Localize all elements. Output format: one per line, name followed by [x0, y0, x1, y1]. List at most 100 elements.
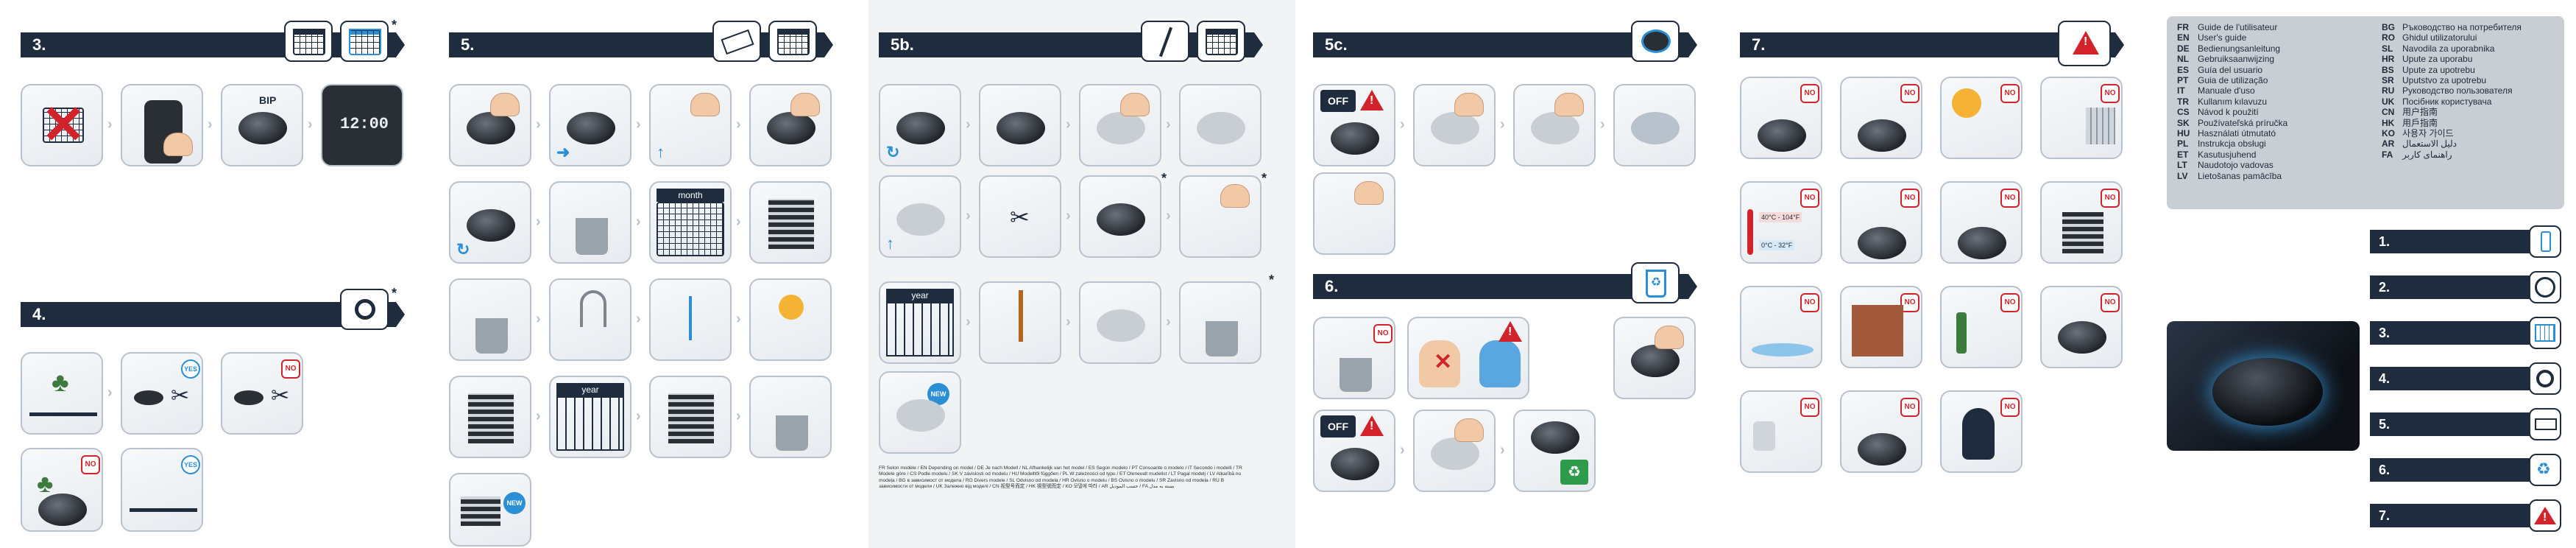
temp-low-label: 0°C - 32°F [1759, 240, 1795, 250]
step5-tile-year: year [549, 376, 631, 458]
off-label: OFF [1320, 90, 1356, 112]
lang-code: UK [2382, 96, 2395, 107]
sun-icon [779, 295, 804, 320]
robot-icon-7l [2058, 321, 2106, 354]
step7-tile-6: NO [1840, 181, 1922, 264]
hand-icon-5b8 [1220, 184, 1250, 208]
lang-name: 사용자 가이드 [2402, 128, 2454, 139]
step-6-bar: 6. [1313, 274, 1697, 299]
lang-code: AR [2382, 138, 2395, 150]
footnote-star-5b3: * [1269, 273, 1275, 287]
calendar-box-3 [1197, 21, 1245, 62]
chevron-5a: › [536, 116, 541, 133]
arrow-icon-5b1: ↻ [886, 143, 900, 161]
robot-box [1631, 21, 1680, 62]
side-brush-icon [1158, 27, 1173, 57]
no-badge-6a: NO [1373, 324, 1393, 343]
chevron-5b8: › [1066, 314, 1071, 330]
lang-code: ET [2177, 149, 2189, 160]
bip-label: BIP [259, 94, 277, 106]
robot-icon-5b5 [896, 203, 945, 236]
tape-roll-small-2 [234, 390, 263, 405]
warning-icon-q7 [2529, 499, 2561, 532]
bottle-icon [1956, 312, 1967, 354]
quick-step-7: 7. [2370, 504, 2532, 527]
recycle-bin-icon: ♻ [1646, 270, 1666, 298]
panel-step-5: 5. › ➜ › ↑ › ↻ › › month › › › › › year … [434, 0, 861, 548]
step7-tile-3: NO [1940, 77, 2023, 159]
hand-icon-5b3 [1120, 93, 1150, 116]
arrow-icon-5e: ↻ [456, 240, 470, 259]
footnote-star: * [392, 18, 397, 32]
calendar-icon [293, 29, 325, 55]
step6-tile-off: OFF [1313, 410, 1395, 492]
lang-code: NL [2177, 54, 2189, 65]
no-badge-7i: NO [1800, 293, 1819, 312]
lang-name: 用户指南 [2402, 107, 2438, 118]
off-label-6: OFF [1320, 415, 1356, 438]
brush-box [1141, 21, 1189, 62]
step5-tile-2: ➜ [549, 84, 631, 166]
step-5b-bar: 5b. [879, 32, 1263, 57]
lang-code: SR [2382, 75, 2394, 86]
lang-name: Naudotojo vadovas [2198, 160, 2274, 171]
lang-name: Uputstvo za upotrebu [2402, 75, 2487, 86]
no-badge: NO [281, 359, 300, 379]
lang-name: Руководство пользователя [2402, 85, 2513, 96]
glove-icon [1479, 340, 1521, 387]
hand-icon-5c5 [1354, 181, 1384, 205]
plug-icon [1753, 421, 1775, 451]
filter-icon [721, 29, 754, 55]
step5c-tile-off: OFF [1313, 84, 1395, 166]
hand-icon-5d [790, 93, 820, 116]
no-badge-2: NO [81, 455, 100, 474]
robot-icon-5d [767, 112, 815, 144]
lang-row: ET Kasutusjuhend [2177, 150, 2287, 160]
footnote-star-2: * [392, 286, 397, 301]
lang-code: LT [2177, 160, 2187, 171]
tape-strip [29, 412, 97, 416]
lang-code: FA [2382, 149, 2393, 160]
lang-row: LT Naudotojo vadovas [2177, 160, 2287, 170]
recycle-box: ♻ [1631, 262, 1680, 303]
rain-cloud-icon [1952, 88, 1981, 118]
step-7-bar: 7. [1740, 32, 2124, 57]
step7-tile-14: NO [1840, 390, 1922, 473]
step5-tile-12 [749, 278, 832, 361]
lang-row: SR Uputstvo za upotrebu [2382, 75, 2522, 85]
step5-tile-3: ↑ [649, 84, 732, 166]
lang-name: Kasutusjuhend [2198, 149, 2257, 160]
brush-battery-icon [2529, 225, 2561, 258]
calendar-blue-box [340, 21, 389, 62]
lang-name: Ghidul utilizatorului [2402, 32, 2477, 43]
lang-code: PL [2177, 138, 2189, 150]
step5b-tile-new: NEW [879, 371, 961, 454]
step6-tile-open [1413, 410, 1496, 492]
footnote-text: FR Selon modèle / EN Depending on model … [879, 466, 1242, 490]
no-badge-7n: NO [1900, 398, 1919, 417]
robot-icon-5c2 [1431, 112, 1479, 144]
chevron-right-icon-2: › [208, 116, 213, 133]
no-badge-7l: NO [2101, 293, 2120, 312]
robot-icon-5e [467, 209, 515, 242]
trash-bin-icon [576, 218, 608, 255]
lang-name: Instrukcja obsługi [2198, 138, 2266, 150]
step7-tile-temp: NO 40°C - 104°F 0°C - 32°F [1740, 181, 1822, 264]
step5-tile-13 [449, 376, 531, 458]
lang-name: Ръководство на потребителя [2402, 22, 2522, 32]
quick-step-2: 2. [2370, 275, 2532, 299]
robot-icon-7b [1858, 119, 1906, 152]
year-header-5b: year [886, 289, 954, 302]
lang-name: Navodila za uporabnika [2402, 43, 2495, 54]
lang-name: Upute za upotrebu [2402, 64, 2475, 75]
warning-triangle-icon-6 [1498, 321, 1522, 342]
lang-name: Kullanım kılavuzu [2198, 96, 2268, 107]
yes-badge: YES [181, 359, 200, 379]
